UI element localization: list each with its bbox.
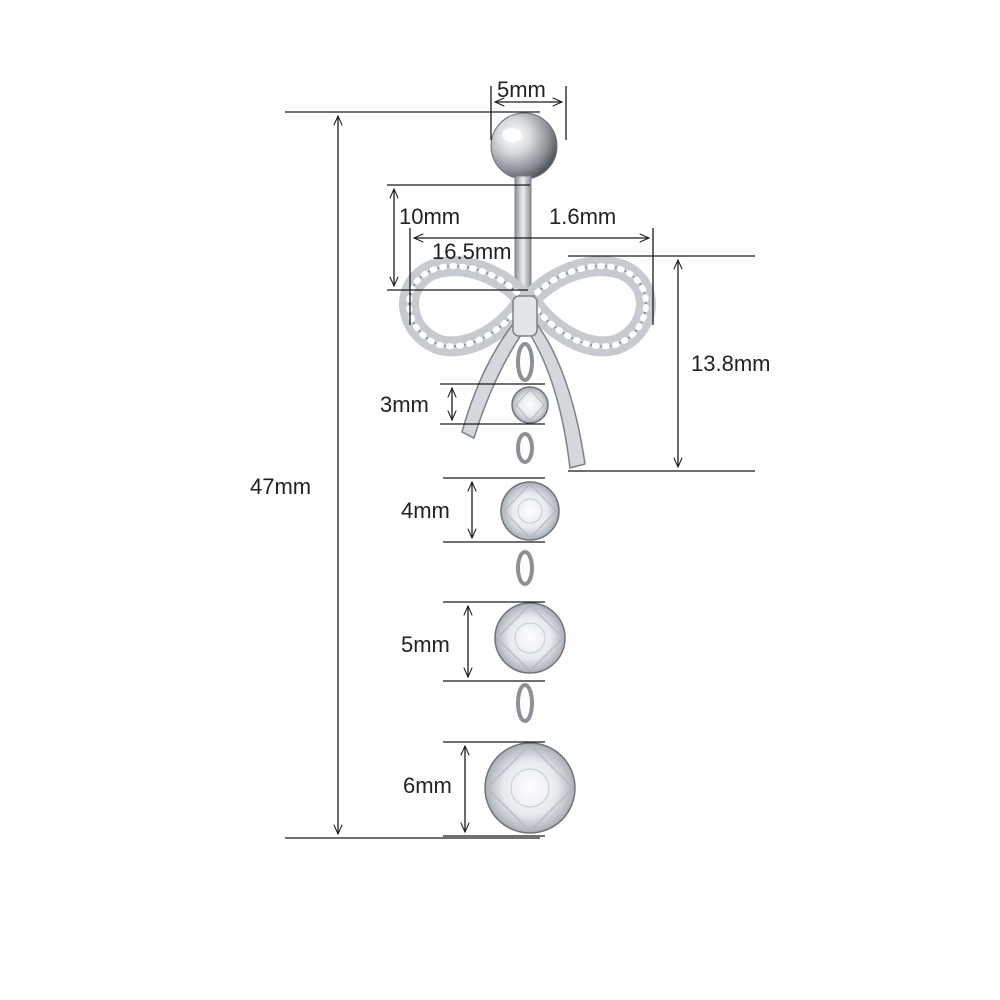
bow-left-tail: [461, 316, 530, 440]
label-stone-4mm: 4mm: [401, 498, 450, 523]
top-ball: [490, 112, 558, 180]
stone-3mm: [511, 386, 549, 424]
label-stone-6mm: 6mm: [403, 773, 452, 798]
belly-ring-product: [399, 112, 656, 834]
label-bow-height-upper: 10mm: [399, 204, 461, 229]
label-total-length: 47mm: [250, 474, 312, 499]
label-stone-3mm: 3mm: [380, 392, 429, 417]
chain-links: [516, 342, 534, 723]
stone-5mm: [494, 602, 566, 674]
label-bow-height-total: 13.8mm: [691, 351, 771, 376]
label-bar-gauge: 1.6mm: [549, 204, 617, 229]
top-ball-highlight: [502, 128, 522, 142]
bow-knot: [512, 295, 538, 337]
stone-4mm: [500, 481, 560, 541]
bow-right-loop: [520, 256, 656, 357]
stone-6mm: [484, 742, 576, 834]
label-ball-diameter: 5mm: [497, 77, 546, 102]
label-stone-5mm: 5mm: [401, 632, 450, 657]
label-bow-width: 16.5mm: [432, 239, 512, 264]
bow-right-tail: [522, 316, 586, 469]
dimension-lines: [285, 86, 755, 839]
